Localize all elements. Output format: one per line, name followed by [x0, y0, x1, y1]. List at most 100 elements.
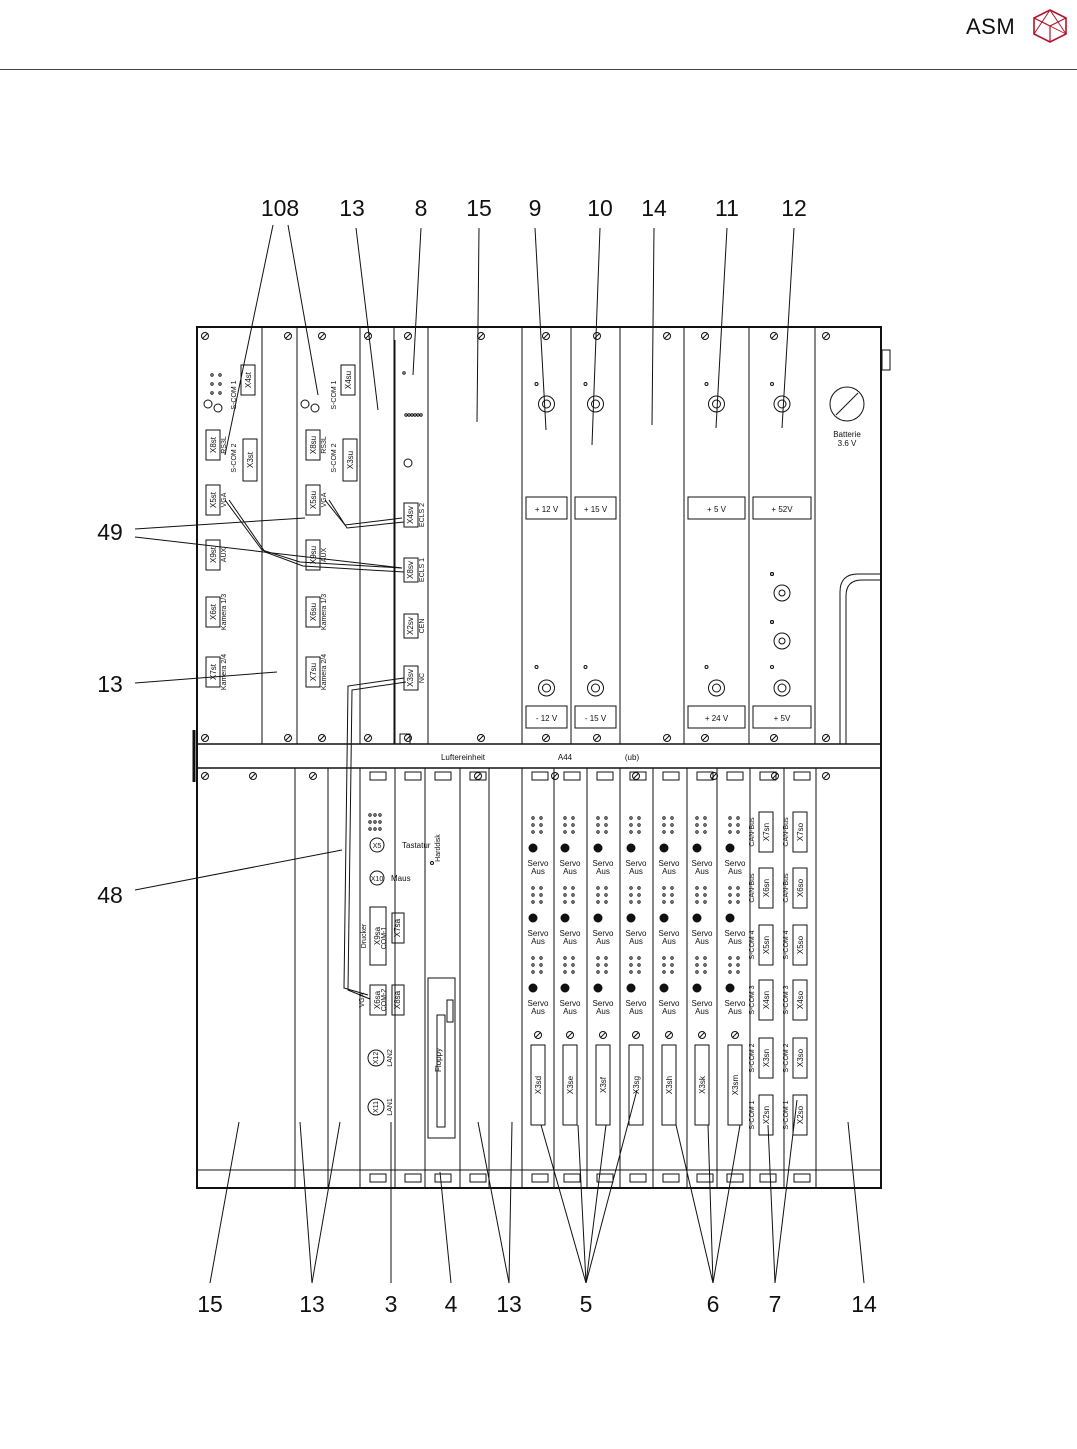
led-dot: [770, 665, 774, 669]
card-latch: [434, 1173, 452, 1183]
servo-switch-icon: [725, 843, 735, 853]
connector-icon: [213, 403, 223, 413]
led-dot: [596, 823, 600, 827]
led-dot: [736, 816, 740, 820]
connector-X6so: [792, 867, 808, 909]
led-dot: [662, 900, 666, 904]
connector-label: X5: [373, 843, 382, 850]
servo-label: Aus: [563, 937, 577, 946]
led-dot: [728, 963, 732, 967]
screw-icon: [593, 332, 601, 340]
led-dot: [736, 886, 740, 890]
led-dot: [604, 970, 608, 974]
callout-leader: [585, 1089, 638, 1284]
led-dot: [736, 900, 740, 904]
callout-number: 13: [496, 1291, 522, 1317]
led-dot: [539, 830, 543, 834]
led-dot: [596, 816, 600, 820]
callout-leader: [412, 227, 422, 376]
callout-leader: [439, 1171, 452, 1284]
port-label: S-COM 1: [749, 1100, 756, 1129]
servo-label: Servo: [593, 929, 614, 938]
psu-label-box: [525, 496, 568, 520]
servo-label: Servo: [725, 929, 746, 938]
screw-icon: [201, 772, 209, 780]
led-dot: [604, 900, 608, 904]
connector-X3sf: [595, 1044, 611, 1126]
fuse-icon: [591, 399, 600, 409]
port-label: LAN1: [387, 1098, 394, 1116]
card-latch: [726, 1173, 744, 1183]
fuse-icon: [542, 683, 551, 693]
card-latch: [469, 771, 487, 781]
led-dot: [378, 827, 382, 831]
led-dot: [563, 830, 567, 834]
led-dot: [629, 893, 633, 897]
connector-label: X3sm: [731, 1074, 740, 1095]
led-dot: [373, 820, 377, 824]
led-dot: [637, 956, 641, 960]
servo-switch-icon: [593, 913, 603, 923]
connector-label: X8sa: [393, 990, 402, 1009]
cable-bundle: [224, 499, 403, 569]
led-dot: [670, 886, 674, 890]
led-dot: [604, 886, 608, 890]
fuse-icon: [712, 399, 721, 409]
battery-label: Batterie: [833, 430, 861, 439]
led-dot: [534, 665, 539, 669]
led-dot: [210, 382, 214, 386]
screw-icon: [599, 1031, 607, 1039]
psu-voltage-label: - 15 V: [585, 714, 607, 723]
callout-number: 14: [851, 1291, 877, 1317]
port-label: Kamera 1/3: [321, 594, 328, 630]
screw-icon: [284, 332, 292, 340]
led-dot: [662, 823, 666, 827]
led-dot: [695, 893, 699, 897]
screw-icon: [309, 772, 317, 780]
servo-label: Aus: [728, 1007, 742, 1016]
fuse-icon: [708, 679, 725, 697]
connector-label: X5st: [209, 491, 218, 508]
port-label: CEN: [419, 619, 426, 634]
connector-label: X2sn: [762, 1106, 771, 1124]
connector-X7st: [205, 656, 221, 688]
floppy-eject: [446, 999, 454, 1023]
port-label: VGA: [321, 492, 328, 507]
screw-icon: [542, 734, 550, 742]
connector-label: X3sn: [762, 1049, 771, 1067]
led-dot: [695, 970, 699, 974]
callout-number: 108: [261, 195, 299, 221]
led-dot: [695, 956, 699, 960]
connector-X3se: [562, 1044, 578, 1126]
psu-label-box: [574, 496, 617, 520]
led-dot: [662, 816, 666, 820]
connector-label: X3sh: [665, 1076, 674, 1094]
callout-leader: [781, 227, 795, 429]
port-label: Maus: [391, 874, 411, 883]
card-latch: [563, 771, 581, 781]
connector-label: X11: [373, 1101, 380, 1113]
connector-label: X7sn: [762, 823, 771, 841]
led-dot: [531, 886, 535, 890]
led-dot: [373, 827, 377, 831]
card-latch: [793, 771, 811, 781]
servo-label: Servo: [659, 929, 680, 938]
led-dot: [596, 963, 600, 967]
servo-label: Aus: [629, 937, 643, 946]
callout-leader: [715, 227, 728, 429]
psu-voltage-label: + 5V: [774, 714, 791, 723]
battery-slot: [835, 392, 859, 416]
psu-label-box: [752, 705, 812, 729]
screw-icon: [364, 332, 372, 340]
servo-label: Servo: [528, 859, 549, 868]
port-label: S-COM 1: [331, 380, 338, 409]
harddisk-label: Harddisk: [435, 834, 442, 862]
screw-icon: [364, 734, 372, 742]
servo-label: Servo: [626, 929, 647, 938]
port-label: COM-1: [381, 927, 388, 950]
callout-leader: [534, 227, 547, 431]
led-dot: [629, 886, 633, 890]
screw-icon: [663, 332, 671, 340]
callout-number: 4: [445, 1291, 458, 1317]
connector-label: X7so: [796, 822, 805, 841]
